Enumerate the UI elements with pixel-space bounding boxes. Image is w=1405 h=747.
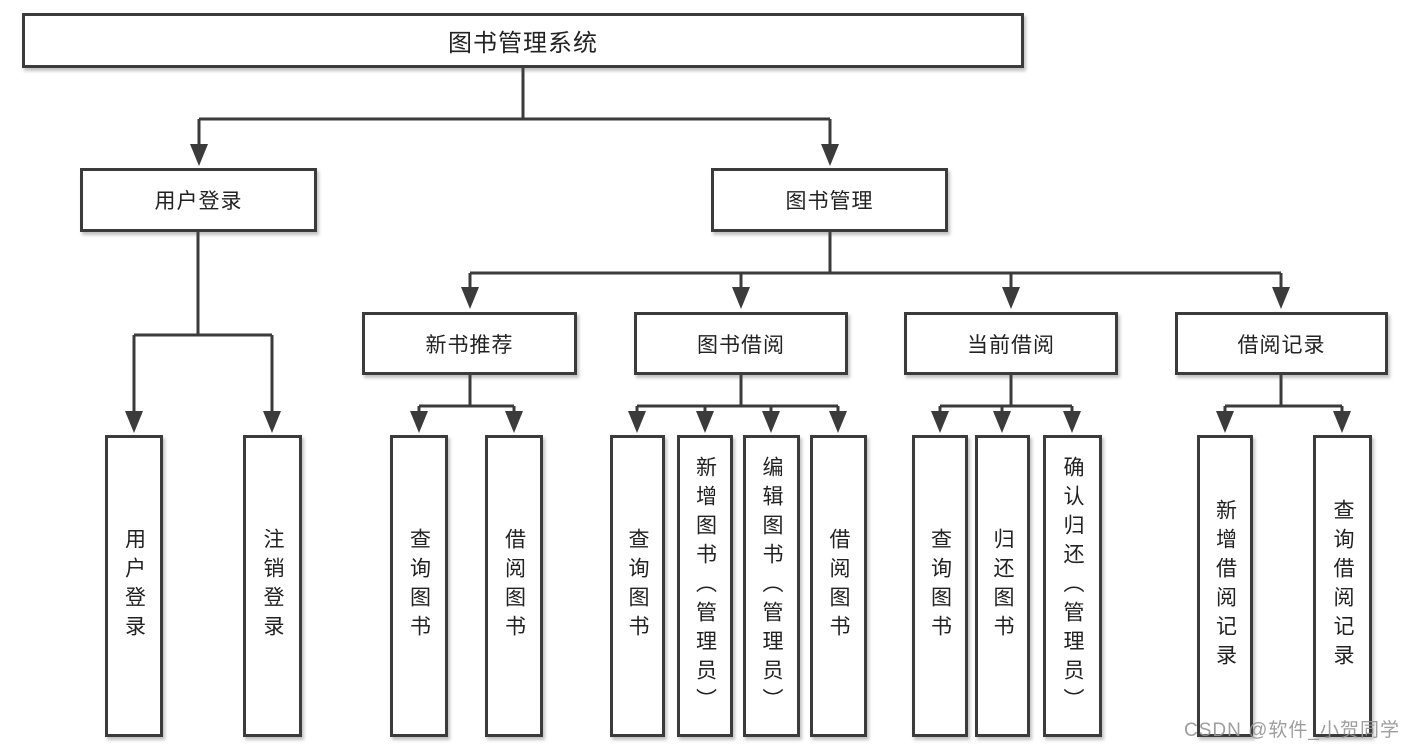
leaf-query-books-borrow: 查询图书: [610, 435, 665, 737]
csdn-watermark: CSDN @软件_小贺同学: [1184, 720, 1400, 741]
leaf-borrow-books: 借阅图书: [810, 435, 867, 737]
leaf-edit-book-admin: 编辑图书（管理员）: [743, 435, 800, 737]
leaf-add-borrow-record: 新增借阅记录: [1197, 435, 1253, 737]
node-borrow-records: 借阅记录: [1175, 312, 1388, 375]
node-library-system: 图书管理系统: [22, 13, 1024, 68]
leaf-query-books-recommend: 查询图书: [390, 435, 448, 737]
node-new-book-recommend: 新书推荐: [362, 312, 577, 375]
leaf-return-book: 归还图书: [975, 435, 1030, 737]
leaf-borrow-books-recommend: 借阅图书: [485, 435, 543, 737]
leaf-add-book-admin: 新增图书（管理员）: [677, 435, 733, 737]
node-book-management: 图书管理: [711, 168, 948, 232]
leaf-user-login: 用户登录: [105, 435, 163, 737]
leaf-query-books-current: 查询图书: [912, 435, 968, 737]
leaf-confirm-return-admin: 确认归还（管理员）: [1043, 435, 1102, 737]
leaf-query-borrow-record: 查询借阅记录: [1313, 435, 1372, 737]
node-current-borrow: 当前借阅: [904, 312, 1118, 375]
leaf-logout: 注销登录: [243, 435, 302, 737]
node-book-borrow: 图书借阅: [634, 312, 848, 375]
node-user-login: 用户登录: [80, 168, 317, 232]
